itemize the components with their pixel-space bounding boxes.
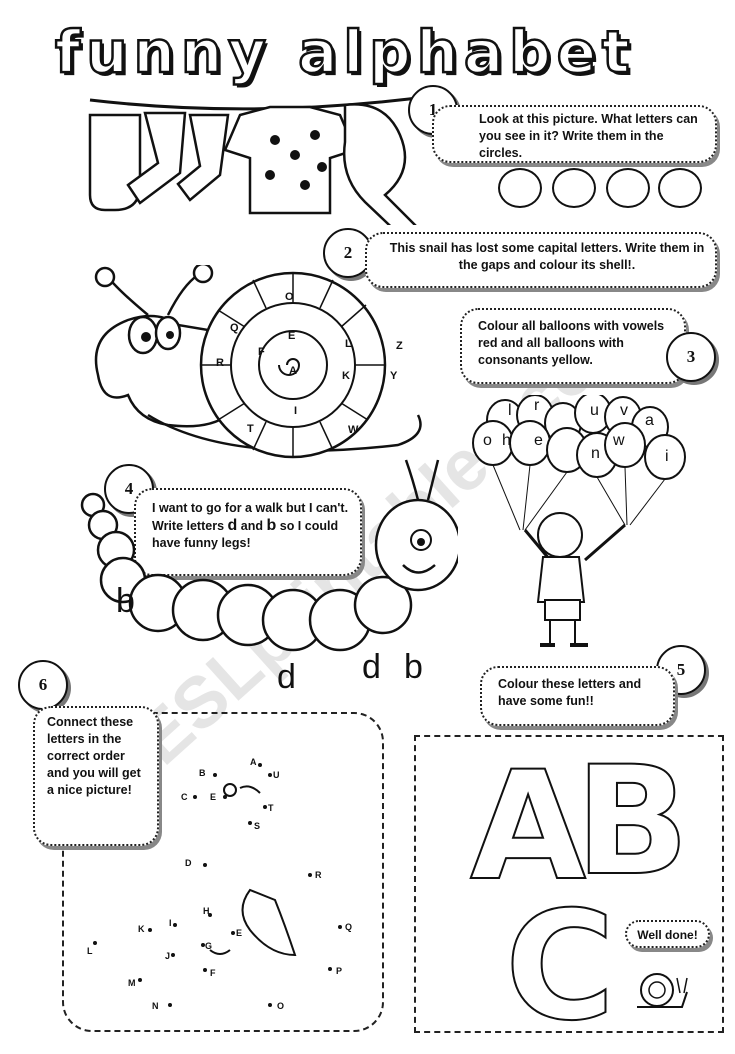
dot-picture-fragments	[209, 783, 297, 957]
connect-dots	[93, 763, 342, 1007]
task-number-2: 2	[323, 228, 373, 278]
dot-label: O	[277, 1001, 285, 1011]
snail-letter: W	[348, 424, 359, 436]
balloon-letter: l	[508, 402, 512, 419]
balloon-letter: e	[534, 432, 543, 449]
coloring-frame	[414, 735, 724, 1033]
dot-label: M	[128, 978, 136, 988]
task-2-instruction: This snail has lost some capital letters…	[365, 232, 717, 288]
coloring-letter-b: B	[574, 734, 690, 910]
balloons-illustration	[472, 395, 686, 647]
task-5-instruction: Colour these letters and have some fun!!	[480, 666, 675, 726]
snail-letter: I	[294, 405, 298, 417]
task-4-letter-b: b	[266, 517, 277, 534]
balloon-letter: n	[591, 445, 600, 462]
caterpillar-illustration	[80, 459, 458, 652]
dot-label: E	[210, 792, 217, 802]
dot-label: I	[169, 918, 172, 928]
snail-letter: R	[216, 357, 224, 369]
answer-circle-1[interactable]	[498, 168, 542, 208]
task-1-instruction: Look at this picture. What letters can y…	[432, 105, 717, 163]
balloon-letter: u	[590, 402, 599, 419]
task-4-letter-d: d	[227, 517, 238, 534]
snail-letter: T	[247, 423, 254, 435]
coloring-letter-a: A	[469, 739, 587, 915]
dot-label: H	[203, 906, 210, 916]
clothesline-illustration	[88, 93, 441, 225]
caterpillar-letter: d	[277, 658, 296, 696]
dot-label: B	[199, 768, 206, 778]
dot-label: L	[87, 946, 93, 956]
balloon-letter: i	[665, 448, 669, 465]
dot-label: P	[336, 966, 343, 976]
dot-label: Q	[345, 922, 353, 932]
snail-letter: F	[258, 346, 265, 358]
dot-label: J	[165, 951, 171, 961]
answer-circle-3[interactable]	[606, 168, 650, 208]
snail-letter: O	[285, 291, 294, 303]
dot-label: D	[185, 858, 192, 868]
dot-to-dot-frame	[62, 712, 384, 1032]
task-6-instruction: Connect these letters in the correct ord…	[33, 706, 159, 846]
snail-letter: K	[342, 370, 350, 382]
answer-circle-2[interactable]	[552, 168, 596, 208]
dot-label: N	[152, 1001, 159, 1011]
snail-illustration	[94, 265, 422, 459]
task-4-text-b: so I could have funny legs!	[152, 519, 339, 550]
caterpillar-letter: b	[116, 582, 135, 620]
balloon-letter: w	[613, 432, 625, 449]
task-number-6: 6	[18, 660, 68, 710]
task-4-and: and	[240, 519, 263, 533]
caterpillar-letter: d	[362, 648, 381, 686]
snail-letter: Z	[396, 340, 403, 352]
snail-letter: E	[288, 330, 296, 342]
task-4-instruction: I want to go for a walk but I can't. Wri…	[134, 488, 362, 576]
caterpillar-letter: b	[404, 648, 423, 686]
task-number-3: 3	[666, 332, 716, 382]
snail-letter: Y	[390, 370, 398, 382]
dot-label: G	[205, 941, 213, 951]
page-title: Funny Alphabet	[54, 17, 636, 88]
answer-circle-4[interactable]	[658, 168, 702, 208]
dot-label: R	[315, 870, 322, 880]
task-3-instruction: Colour all balloons with vowels red and …	[460, 308, 686, 384]
snail-letter: Q	[230, 322, 239, 334]
dot-label: A	[250, 757, 257, 767]
dot-label: S	[254, 821, 261, 831]
task-4-text-a: I want to go for a walk but I can't. Wri…	[152, 501, 349, 533]
snail-letter: A	[289, 365, 297, 377]
dot-label: F	[210, 968, 216, 978]
dot-label: T	[268, 803, 274, 813]
balloon-letter: v	[620, 402, 628, 419]
balloon-letter: o	[483, 432, 492, 449]
balloon-letter: a	[645, 412, 654, 429]
dot-label: C	[181, 792, 188, 802]
small-snail-icon	[637, 973, 688, 1008]
balloon-letter: h	[502, 432, 511, 449]
coloring-letter-c: C	[504, 879, 616, 1054]
dot-label: U	[273, 770, 280, 780]
dot-label: K	[138, 924, 145, 934]
dot-label: E	[236, 928, 243, 938]
well-done-bubble: Well done!	[625, 920, 710, 948]
balloon-letter: r	[534, 397, 540, 414]
snail-letter: L	[345, 338, 352, 350]
